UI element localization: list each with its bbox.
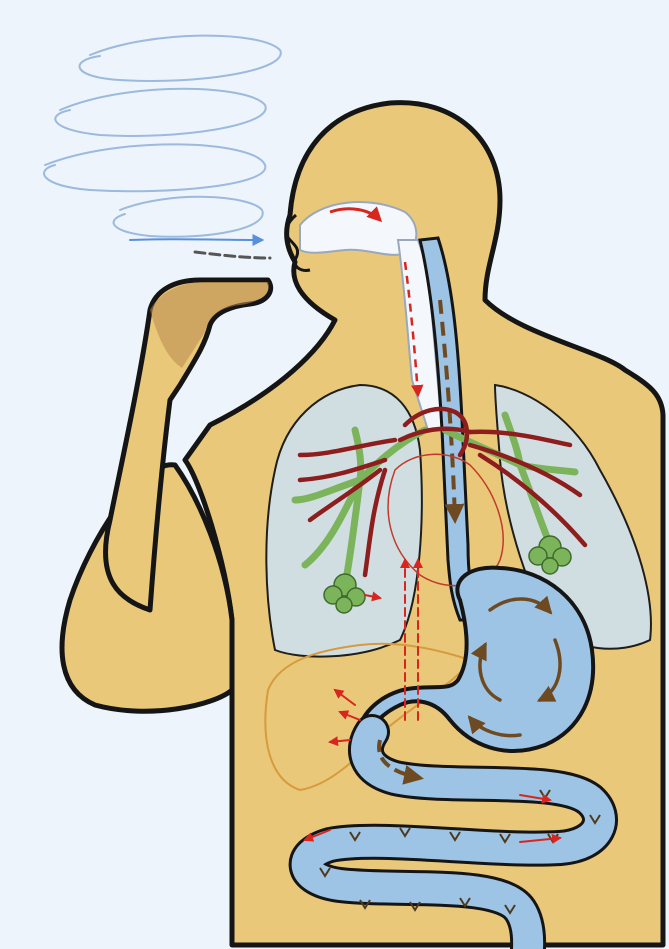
illustration-canvas — [0, 0, 669, 949]
respiratory-digestive-illustration — [0, 0, 669, 949]
